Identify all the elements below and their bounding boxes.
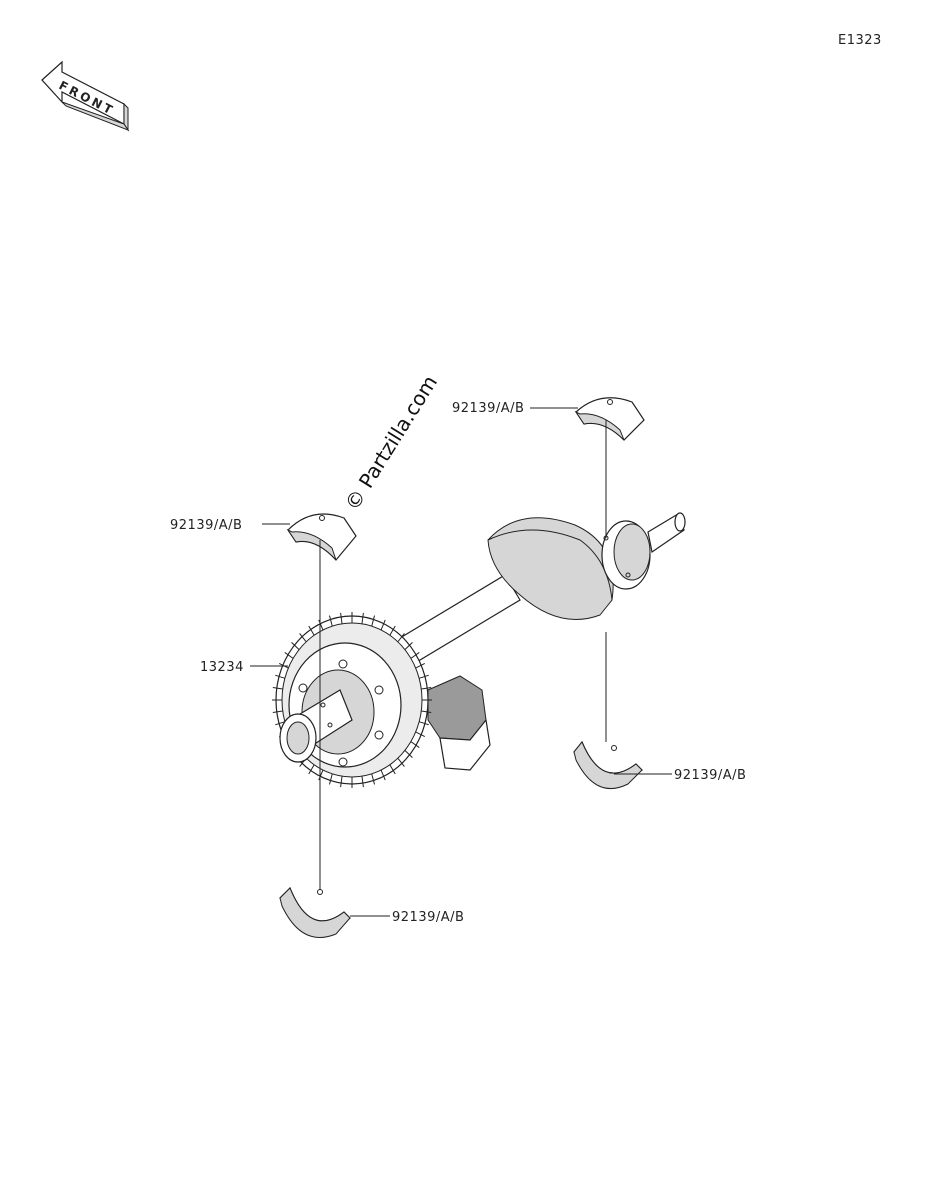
gear-tooth (404, 642, 413, 650)
gear-tooth (389, 625, 396, 636)
gear-tooth (421, 686, 432, 690)
gear-tooth (361, 776, 364, 788)
bearing-shell-bottom-right (573, 740, 643, 789)
balancer-shaft (379, 512, 686, 771)
gear-tooth (275, 721, 285, 726)
gear-tooth (328, 773, 333, 785)
gear-tooth (272, 710, 283, 714)
gear-tooth (404, 750, 413, 758)
gear-tooth (318, 619, 324, 631)
gear-tooth (308, 625, 315, 636)
leader-lines (250, 407, 672, 917)
gear-tooth (421, 710, 432, 714)
gear-tooth (419, 721, 429, 726)
callout-bearing-top-right: 92139/A/B (452, 401, 524, 416)
diagram-code: E1323 (838, 33, 882, 48)
callout-gear: 13234 (200, 660, 244, 675)
gear-tooth (380, 769, 386, 781)
gear-tooth (284, 652, 294, 659)
callout-bearing-bottom-left: 92139/A/B (392, 910, 464, 925)
gear-tooth (272, 686, 283, 690)
bearing-shell-top-right (574, 397, 645, 441)
callout-bearing-top-left: 92139/A/B (170, 518, 242, 533)
gear-tooth (410, 652, 420, 659)
gear-tooth (410, 741, 420, 748)
gear-tooth (371, 773, 376, 785)
gear-tooth (380, 619, 386, 631)
gear-tooth (361, 612, 364, 624)
gear-tooth (419, 674, 429, 679)
gear-tooth (371, 615, 376, 627)
gear-tooth (328, 615, 333, 627)
gear-tooth (415, 662, 425, 669)
gear-tooth (318, 769, 324, 781)
gear-tooth (397, 633, 405, 643)
bearing-shell-bottom-left (279, 886, 351, 938)
gear-tooth (299, 633, 307, 643)
gear-tooth (308, 764, 315, 775)
watermark: © Partzilla.com (340, 371, 442, 515)
gear-tooth (415, 731, 425, 738)
gear-tooth (397, 757, 405, 767)
gear-tooth (340, 612, 343, 624)
gear-tooth (275, 674, 285, 679)
callout-bearing-bottom-right: 92139/A/B (674, 768, 746, 783)
gear (272, 612, 432, 788)
gear-tooth (291, 642, 300, 650)
bearing-shell-top-left (286, 513, 357, 561)
gear-tooth (389, 764, 396, 775)
front-arrow-icon: FRONT (41, 60, 130, 132)
gear-tooth (340, 776, 343, 788)
